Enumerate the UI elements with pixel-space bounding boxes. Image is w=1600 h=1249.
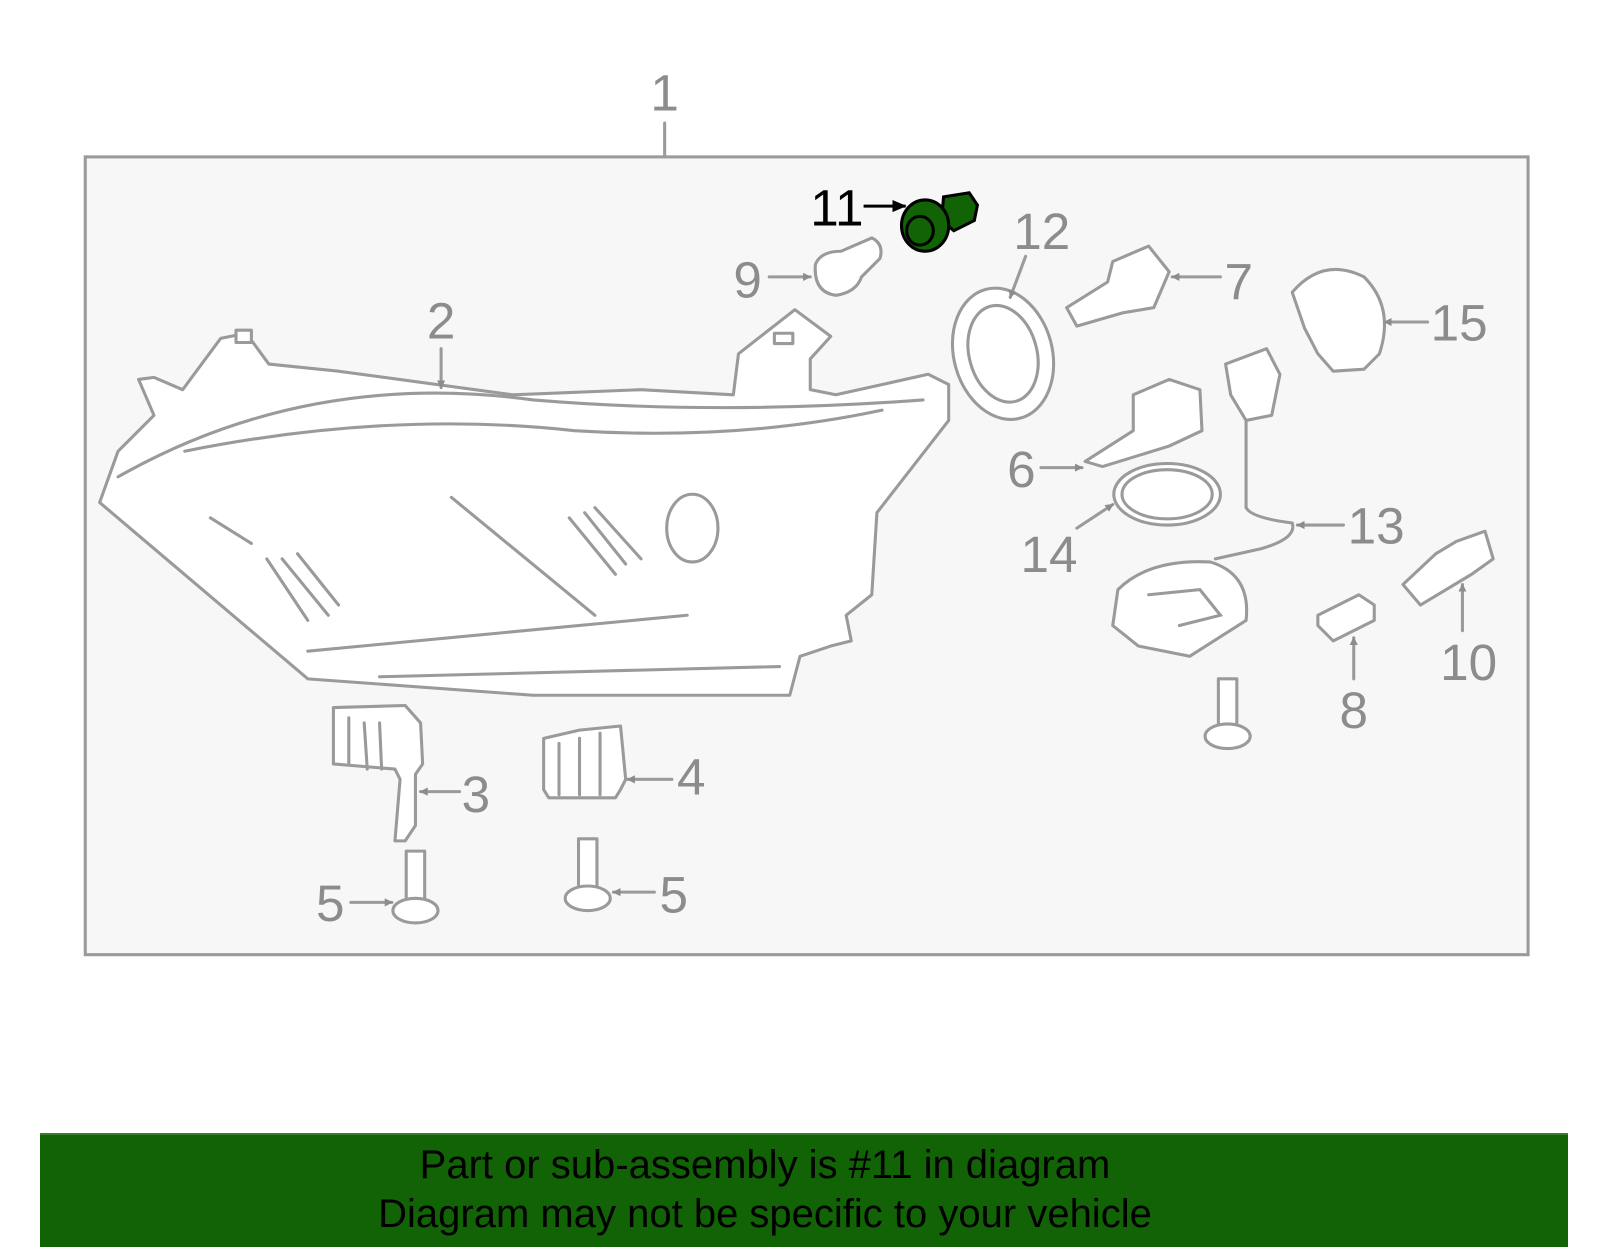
screw-part-5-right[interactable] [563, 837, 612, 913]
callout-1: 1 [650, 65, 679, 122]
callout-5-right: 5 [660, 867, 689, 924]
harness-part-13[interactable] [1111, 347, 1295, 658]
banner-disclaimer-text: Diagram may not be specific to your vehi… [378, 1192, 1152, 1236]
callout-3: 3 [462, 766, 491, 823]
callout-2: 2 [427, 292, 456, 349]
seal-part-12[interactable] [938, 277, 1068, 431]
part-info-banner: Part or sub-assembly is #11 in diagram D… [40, 1133, 1568, 1247]
bulb-part-7[interactable] [1065, 244, 1171, 328]
socket-part-11-highlighted[interactable] [899, 191, 980, 253]
adapter-part-15[interactable] [1290, 267, 1386, 373]
headlamp-housing[interactable] [98, 308, 951, 697]
callout-14: 14 [1020, 526, 1077, 583]
screw-lower-right[interactable] [1203, 677, 1252, 751]
callout-10: 10 [1440, 634, 1497, 691]
callout-6: 6 [1007, 441, 1036, 498]
callout-7: 7 [1225, 253, 1254, 310]
bracket-part-4[interactable] [542, 724, 628, 800]
callout-15: 15 [1431, 294, 1488, 351]
callout-12: 12 [1013, 203, 1070, 260]
banner-part-number-text: Part or sub-assembly is #11 in diagram [419, 1143, 1111, 1187]
o-ring-part-14[interactable] [1112, 461, 1222, 527]
bulb-part-10[interactable] [1401, 529, 1495, 607]
bulb-part-9[interactable] [813, 236, 883, 297]
callout-9: 9 [733, 251, 762, 308]
bulb-part-8[interactable] [1316, 593, 1376, 643]
leader-arrows [349, 199, 1467, 907]
screw-part-5-left[interactable] [391, 849, 440, 925]
callout-4: 4 [677, 749, 706, 806]
callout-11-highlighted: 11 [810, 180, 863, 237]
callout-8: 8 [1339, 682, 1368, 739]
callout-5-left: 5 [316, 875, 345, 932]
callout-13: 13 [1348, 497, 1405, 554]
bracket-part-3[interactable] [331, 703, 425, 843]
bulb-part-6[interactable] [1083, 377, 1204, 469]
